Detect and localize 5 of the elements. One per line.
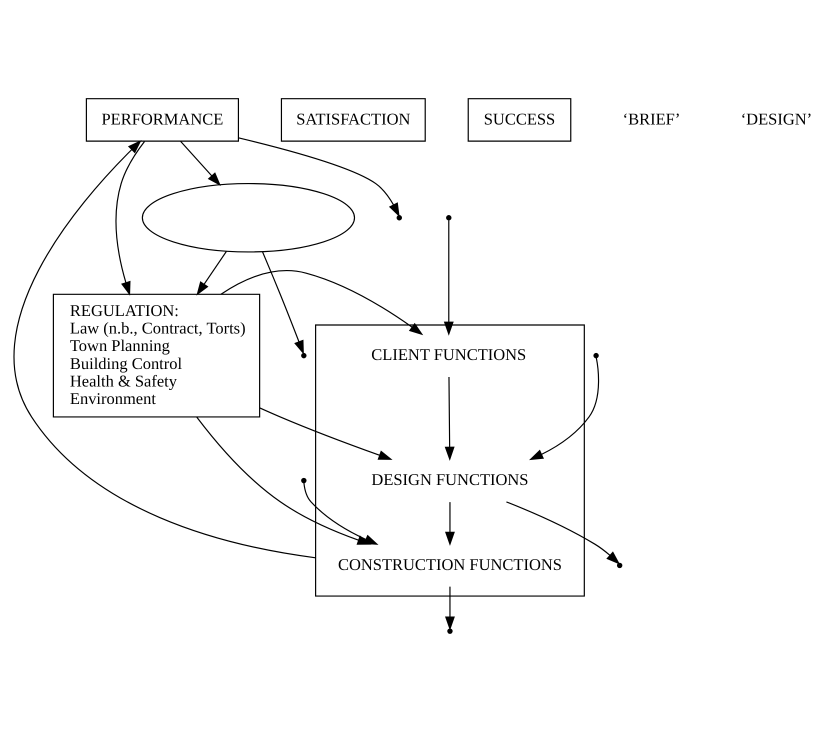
node-text: DESIGN FUNCTIONS bbox=[371, 470, 528, 489]
label: ‘DESIGN’ bbox=[740, 109, 812, 128]
node-text: CONSTRUCTION FUNCTIONS bbox=[338, 554, 562, 574]
label: ‘BRIEF’ bbox=[622, 109, 680, 128]
node-text: CLIENT FUNCTIONS bbox=[371, 344, 526, 364]
